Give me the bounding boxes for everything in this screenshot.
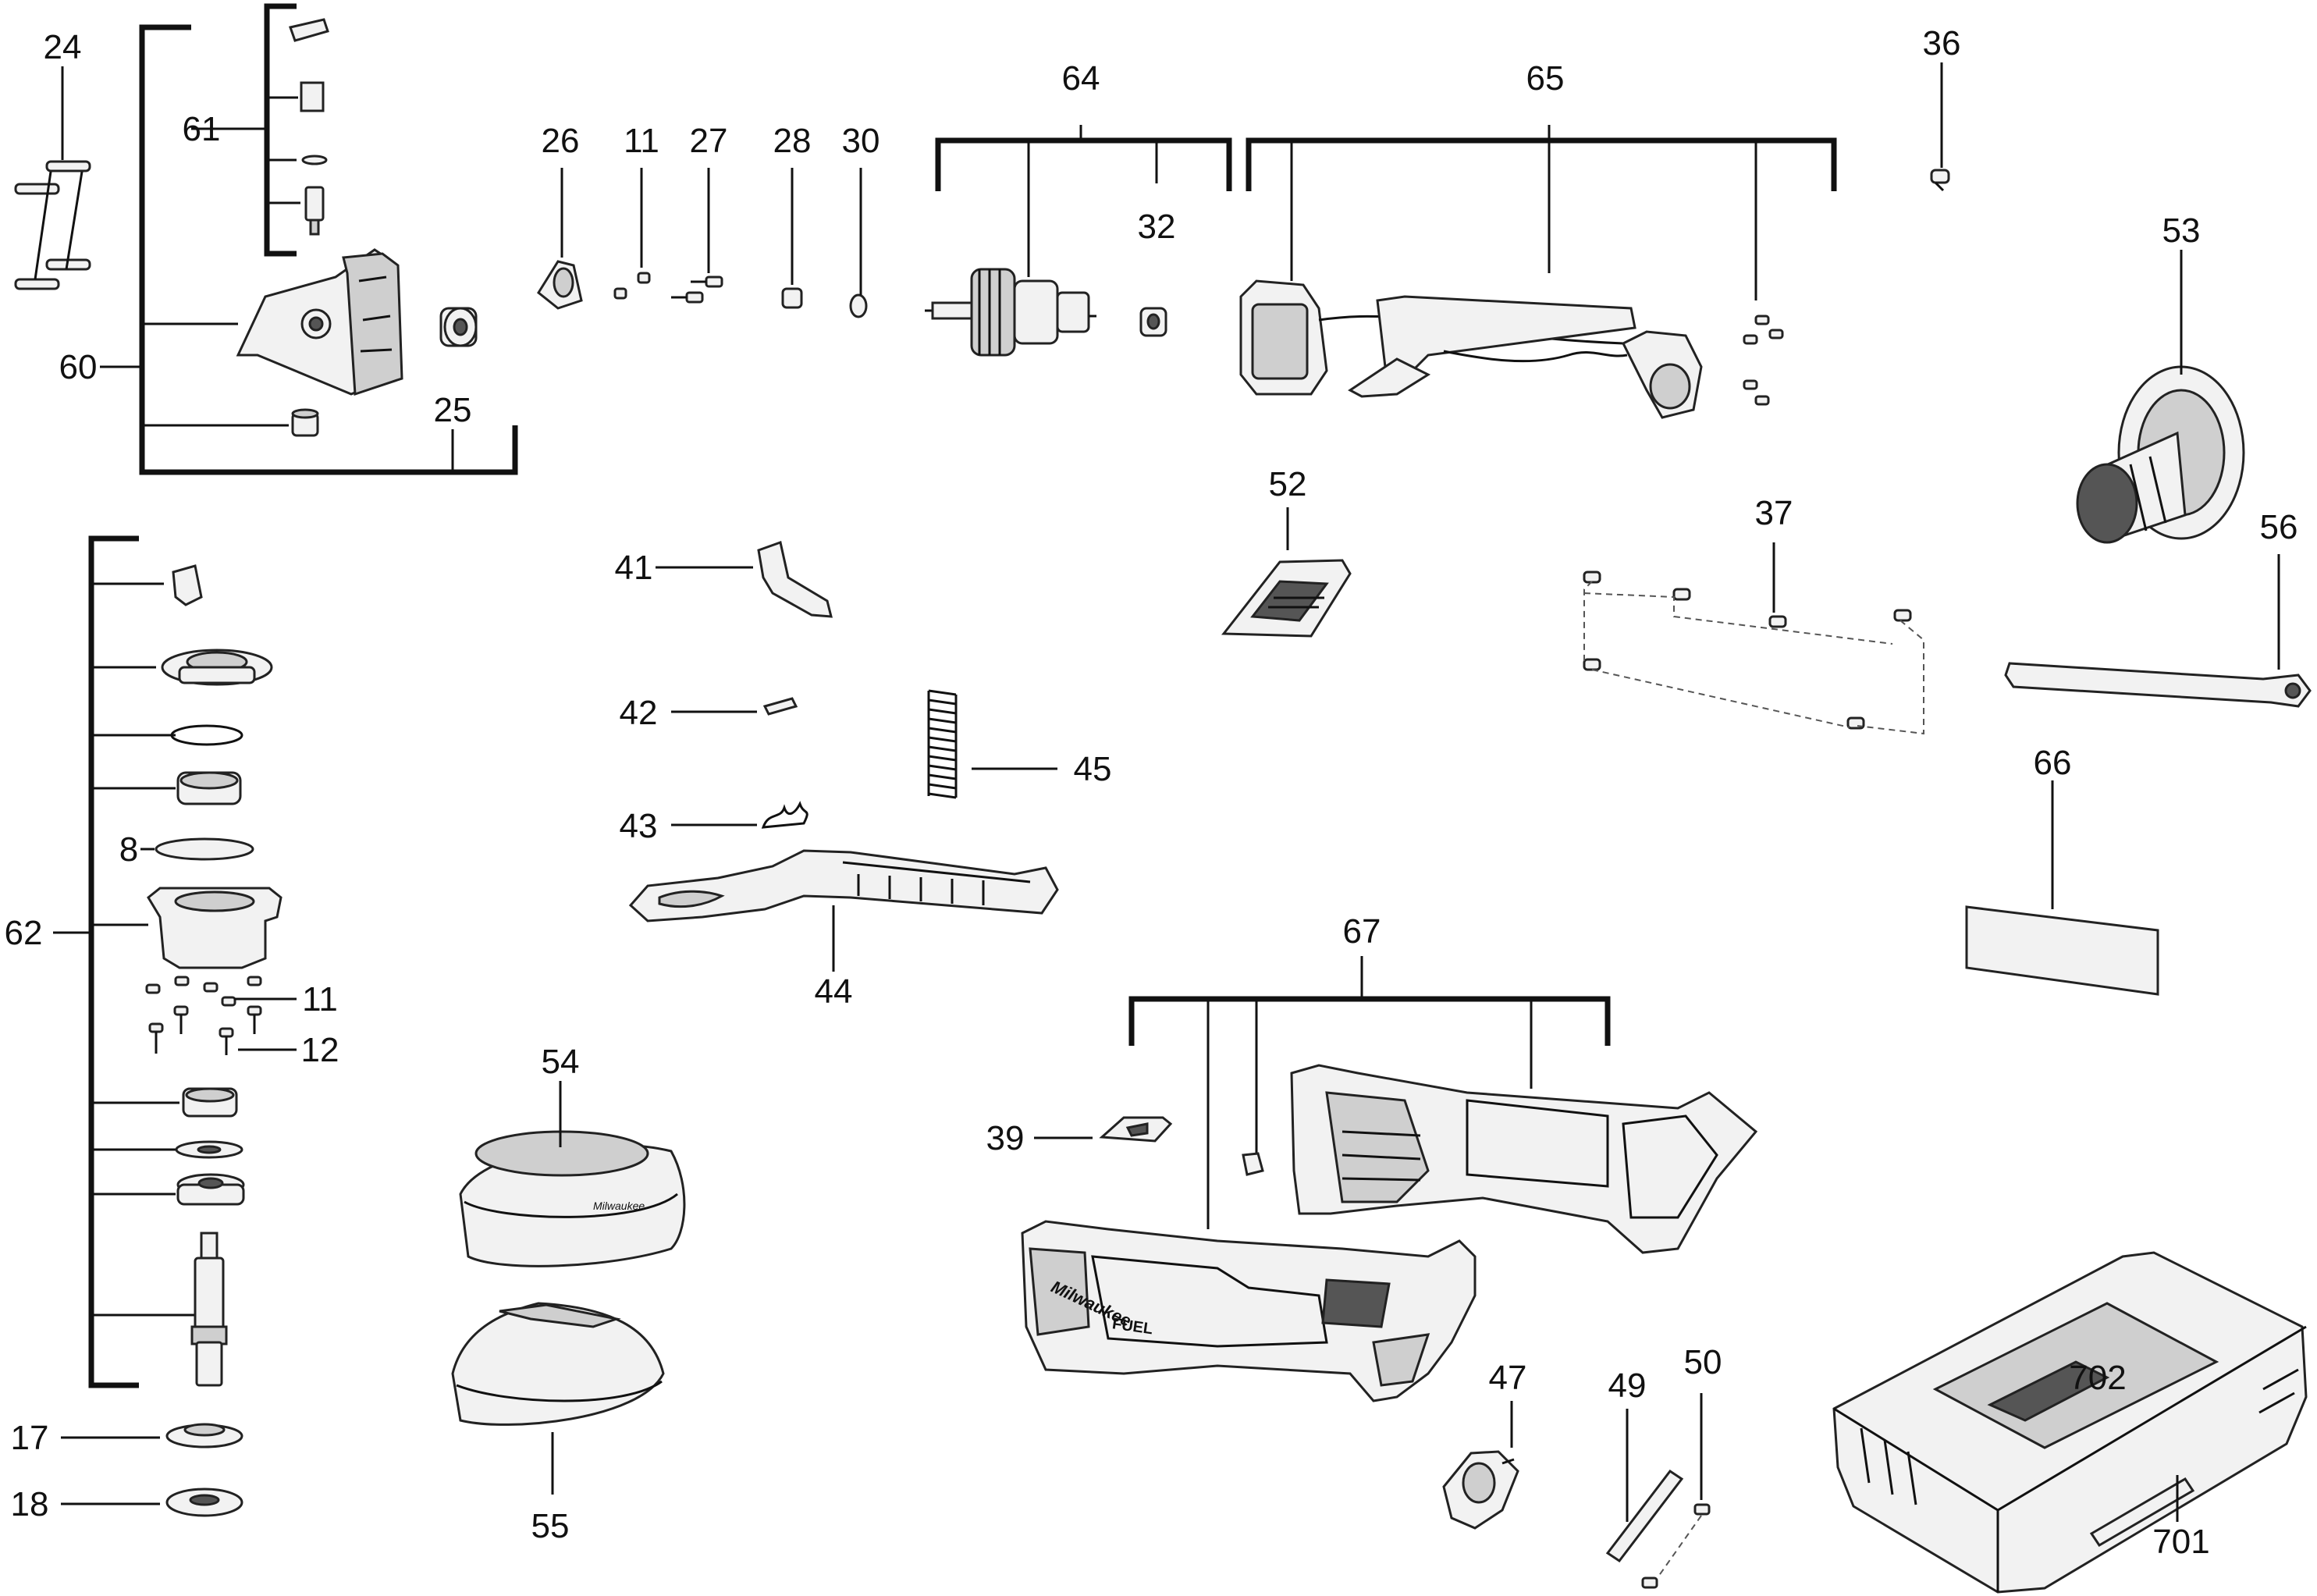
bracket-64 [935,125,1232,277]
part-28-nut [781,287,803,309]
part-49-strip [1605,1469,1684,1563]
callout-56: 56 [2260,508,2298,546]
part-62-circlip [170,724,243,746]
part-60-gear-housing [236,248,403,396]
part-62-flange [161,649,273,686]
part-17-inner-flange [165,1423,243,1448]
callout-26: 26 [542,122,580,160]
callout-12: 12 [301,1031,339,1069]
callout-39: 39 [986,1119,1025,1157]
callout-67: 67 [1343,912,1381,951]
part-64-armature [925,268,1096,357]
part-24-bolt-set [14,66,91,290]
part-45-spring [927,689,958,799]
callout-37: 37 [1755,494,1793,532]
part-67-housing-right [1290,1064,1758,1254]
part-61-pin [304,186,325,236]
callout-32: 32 [1138,208,1176,246]
callout-702: 702 [2069,1359,2126,1397]
part-55-guard [451,1302,665,1426]
callout-25: 25 [434,391,472,429]
callout-41: 41 [615,549,653,587]
part-62-cone [172,564,203,606]
callout-11-left: 11 [302,980,338,1018]
part-65-small-screws [1743,315,1784,406]
part-44-paddle-switch [628,849,1059,922]
callout-47: 47 [1489,1359,1527,1397]
callout-17: 17 [11,1419,49,1457]
part-50-screws [1641,1503,1711,1589]
callout-60: 60 [59,348,98,386]
callout-65: 65 [1526,59,1565,98]
part-56-spanner [2004,662,2312,708]
part-36-screw [1930,169,1950,192]
part-37-screw-set [1583,571,1924,735]
part-61-spring [300,81,325,112]
part-67-housing-left: Milwaukee FUEL [1021,1220,1477,1402]
guard-54-logo: Milwaukee [593,1200,645,1212]
callout-27: 27 [690,122,728,160]
callout-61: 61 [183,110,221,148]
callout-54: 54 [542,1043,580,1081]
part-32-bearing [1139,307,1167,337]
part-54-guard: Milwaukee [459,1130,686,1267]
callout-701: 701 [2152,1523,2209,1561]
part-60-sleeve [291,408,319,437]
callout-36: 36 [1923,24,1961,62]
part-62-spindle [190,1232,228,1387]
part-62-bearing-upper [176,771,242,805]
part-27-screws [671,275,723,304]
part-18-outer-nut [165,1488,243,1517]
callout-42: 42 [620,694,658,732]
callout-44: 44 [815,972,853,1011]
part-701-carry-case [1832,1251,2308,1594]
part-11-setscrews-top [613,272,651,300]
part-41-lock-lever [757,541,833,618]
callout-28: 28 [773,122,812,160]
callout-52: 52 [1269,465,1307,503]
part-62-bearing-housing [147,887,283,969]
part-61-oring [301,155,328,165]
part-30-washer [849,293,868,318]
part-62-bearing-lower [182,1087,238,1118]
callout-49: 49 [1608,1367,1647,1405]
bracket-61 [191,3,300,257]
callout-55: 55 [531,1507,570,1545]
callout-50: 50 [1684,1343,1722,1381]
callout-11-top: 11 [624,122,659,160]
part-11-setscrews-left [145,976,262,1007]
callout-66: 66 [2034,744,2072,782]
bracket-67 [1128,956,1611,1229]
part-53-side-handle [2076,365,2245,544]
part-62-collar [176,1173,245,1206]
part-26-seal [537,260,583,310]
callout-64: 64 [1062,59,1100,98]
callout-8: 8 [119,830,138,869]
part-61-button [289,18,329,42]
part-62-washer [175,1140,243,1159]
part-65-stator-harness [1239,279,1703,419]
part-42-pin [762,697,798,716]
callout-53: 53 [2162,211,2201,250]
part-47-electronics-module [1442,1450,1519,1530]
callout-43: 43 [620,807,658,845]
part-12-screws [148,1005,262,1055]
callout-24: 24 [44,28,82,66]
bracket-65 [1246,125,1837,300]
callout-45: 45 [1074,750,1112,788]
callout-62: 62 [5,914,43,952]
part-25-bearing [439,307,478,347]
part-67-small-nut [1242,1152,1264,1176]
bracket-62 [53,535,195,1388]
part-52-switch-cover [1221,559,1352,638]
callout-30: 30 [842,122,880,160]
callout-18: 18 [11,1485,49,1523]
part-8-oring [155,837,254,861]
part-39-clip [1099,1116,1173,1143]
bracket-60 [139,24,518,475]
part-66-label [1965,905,2159,996]
part-43-torsion-spring [761,801,808,829]
